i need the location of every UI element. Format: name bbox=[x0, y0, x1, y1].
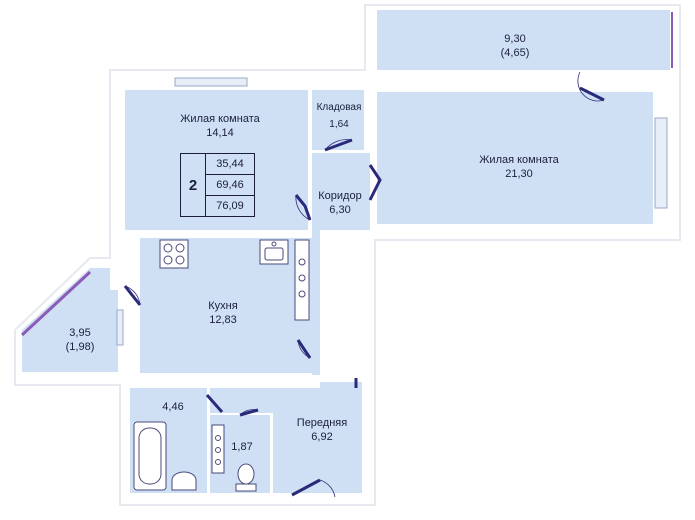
hallway-area-value: 6,92 bbox=[311, 431, 333, 443]
toilet-area-value: 1,87 bbox=[231, 441, 253, 453]
door-kitchen bbox=[296, 339, 312, 359]
sink-icon bbox=[259, 239, 289, 265]
storage-name: Кладовая bbox=[316, 102, 362, 113]
stove-icon bbox=[159, 239, 189, 269]
kitchen-label: Кухня 12,83 bbox=[208, 299, 237, 327]
hallway-area bbox=[273, 382, 362, 493]
kitchen-counter-icon bbox=[294, 239, 310, 321]
balcony-left-area bbox=[22, 268, 118, 372]
corridor-name: Коридор bbox=[318, 190, 362, 202]
door-storage bbox=[324, 138, 353, 152]
corridor-area bbox=[312, 153, 370, 375]
toilet-shelf-icon bbox=[211, 424, 225, 474]
corridor-label: Коридор 6,30 bbox=[318, 189, 361, 217]
bathroom-label: 4,46 bbox=[162, 400, 183, 414]
living-room-2-area bbox=[377, 92, 653, 224]
bathtub-icon bbox=[133, 421, 167, 491]
living-room-1-label: Жилая комната 14,14 bbox=[180, 112, 259, 140]
balcony-top-area bbox=[377, 10, 670, 70]
kitchen-area-value: 12,83 bbox=[209, 314, 237, 326]
window-right-living-2 bbox=[654, 117, 668, 209]
living-room-1-name: Жилая комната bbox=[180, 113, 260, 125]
living-room-2-name: Жилая комната bbox=[479, 154, 559, 166]
window-balcony-left bbox=[20, 270, 92, 337]
door-bathroom bbox=[205, 394, 224, 413]
room-count: 2 bbox=[180, 153, 206, 217]
table-row: 2 35,44 bbox=[180, 153, 255, 217]
door-entrance bbox=[291, 478, 336, 498]
corridor-area-value: 6,30 bbox=[329, 204, 351, 216]
balcony-left-reduced-area: (1,98) bbox=[65, 341, 95, 353]
hallway-name: Передняя bbox=[296, 417, 348, 429]
toilet-label: 1,87 bbox=[231, 440, 252, 454]
total-area-with-balconies-value: 76,09 bbox=[205, 195, 255, 217]
door-balcony-top bbox=[577, 71, 605, 102]
total-area-value: 69,46 bbox=[205, 174, 255, 196]
bathroom-area-value: 4,46 bbox=[162, 401, 184, 413]
balcony-left-label: 3,95 (1,98) bbox=[66, 326, 95, 354]
washbasin-icon bbox=[171, 471, 197, 491]
storage-label: Кладовая 1,64 bbox=[317, 101, 362, 132]
living-room-1-area-value: 14,14 bbox=[206, 127, 234, 139]
balcony-top-reduced-area: (4,65) bbox=[500, 47, 530, 59]
storage-area bbox=[312, 90, 364, 150]
kitchen-name: Кухня bbox=[208, 300, 238, 312]
living-room-2-area-value: 21,30 bbox=[505, 168, 533, 180]
balcony-top-label: 9,30 (4,65) bbox=[501, 32, 530, 60]
table-row: 76,09 bbox=[181, 195, 255, 217]
door-living-1 bbox=[294, 194, 312, 221]
living-room-2-label: Жилая комната 21,30 bbox=[479, 153, 558, 181]
door-balcony-left bbox=[123, 285, 142, 306]
window-balcony-door bbox=[116, 309, 124, 346]
balcony-top-area-value: 9,30 bbox=[504, 33, 526, 45]
window-top-living-1 bbox=[174, 77, 248, 87]
area-summary-table: 2 35,44 69,46 76,09 bbox=[180, 153, 255, 217]
storage-area-value: 1,64 bbox=[329, 119, 349, 130]
door-living-2 bbox=[368, 164, 382, 201]
hallway-label: Передняя 6,92 bbox=[297, 416, 347, 444]
toilet-icon bbox=[235, 463, 257, 492]
balcony-left-area-value: 3,95 bbox=[69, 327, 91, 339]
living-area-value: 35,44 bbox=[205, 153, 255, 175]
door-toilet bbox=[239, 408, 259, 417]
